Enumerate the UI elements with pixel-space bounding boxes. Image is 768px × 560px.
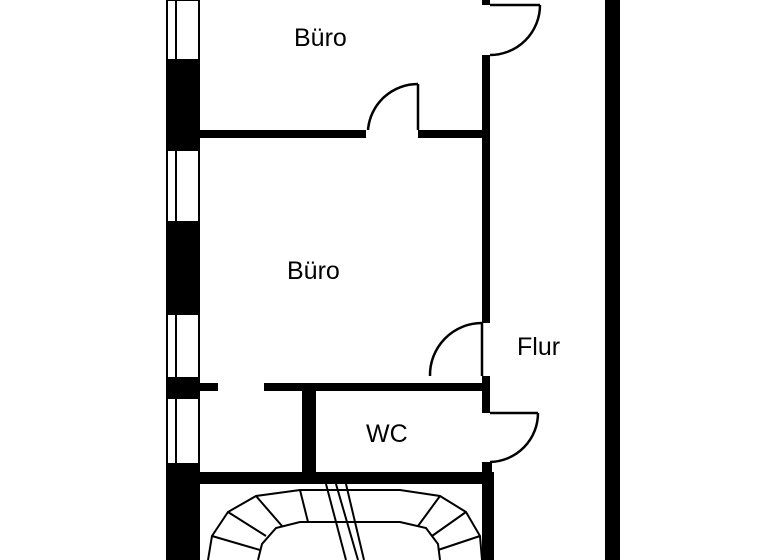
window <box>166 0 200 61</box>
door-swing <box>489 411 540 464</box>
exterior-wall-left <box>166 60 200 560</box>
door-swing <box>428 321 484 377</box>
interior-walls <box>200 0 494 560</box>
window <box>166 149 200 223</box>
room-label-office-upper: Büro <box>294 24 347 52</box>
window-group <box>166 0 200 465</box>
window <box>166 313 200 379</box>
door-swing <box>366 82 420 131</box>
door-swing <box>489 3 542 57</box>
staircase <box>207 483 483 560</box>
room-label-toilet: WC <box>366 420 408 448</box>
room-label-corridor: Flur <box>517 333 560 361</box>
room-label-office-lower: Büro <box>287 257 340 285</box>
window <box>166 397 200 465</box>
exterior-wall-right <box>605 0 620 560</box>
